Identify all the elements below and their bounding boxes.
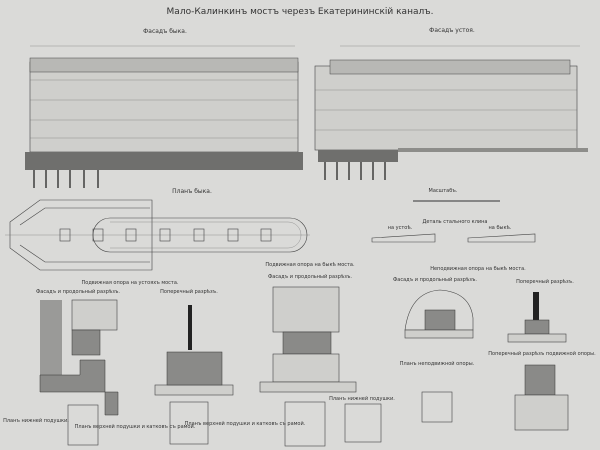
scale-label: Масштабъ. [429, 188, 458, 194]
sheet-title: Мало-Калинкинъ мостъ черезъ Екатерининск… [167, 7, 434, 17]
pier-movable-drawing [259, 286, 382, 447]
pier-movable-plan-lower-label: Планъ нижней подушки. [329, 395, 395, 402]
wedge-pier-label: на быкѣ. [489, 225, 512, 231]
pier-fixed-drawing [404, 289, 569, 431]
wedge-abutment-label: на устоѣ. [388, 225, 413, 231]
abutment-facade-drawing [314, 45, 588, 180]
pier-fixed-facade-label: Фасадъ и продольный разрѣзъ. [393, 276, 477, 283]
facade-pier-label: Фасадъ быка. [143, 28, 187, 35]
wedge-pier-drawing [467, 233, 536, 243]
abutment-facade-label: Фасадъ и продольный разрѣзъ. [36, 288, 120, 295]
abutment-plan-lower-label: Планъ нижней подушки. [3, 417, 69, 424]
plan-pier-label: Планъ быка. [172, 188, 212, 195]
pier-movable-facade-label: Фасадъ и продольный разрѣзъ. [268, 273, 352, 280]
pier-fixed-plan-label: Планъ неподвижной опоры. [400, 360, 475, 367]
pier-plan-drawing [5, 199, 310, 271]
abutment-bearing-title: Подвижная опора на устояхъ моста. [82, 280, 179, 286]
facade-abutment-label: Фасадъ устоя. [429, 27, 475, 34]
abutment-cross-label: Поперечный разрѣзъ. [160, 288, 218, 295]
abutment-plan-upper-label: Планъ верхней подушки и катковъ съ рамой… [75, 423, 196, 430]
pier-facade-drawing [25, 45, 303, 188]
pier-fixed-cross-movable-label: Поперечный разрѣзъ подвижной опоры. [488, 350, 596, 357]
pier-movable-plan-upper-label: Планъ верхней подушки и катковъ съ рамой… [185, 420, 306, 427]
wedge-abutment-drawing [371, 233, 436, 243]
wedge-title: Деталь стального клина [423, 219, 488, 225]
abutment-bearing-drawing [39, 299, 234, 446]
pier-fixed-cross-label: Поперечный разрѣзъ. [516, 278, 574, 285]
pier-movable-title: Подвижная опора на быкѣ моста. [265, 262, 355, 268]
pier-fixed-title: Неподвижная опора на быкѣ моста. [430, 266, 526, 272]
